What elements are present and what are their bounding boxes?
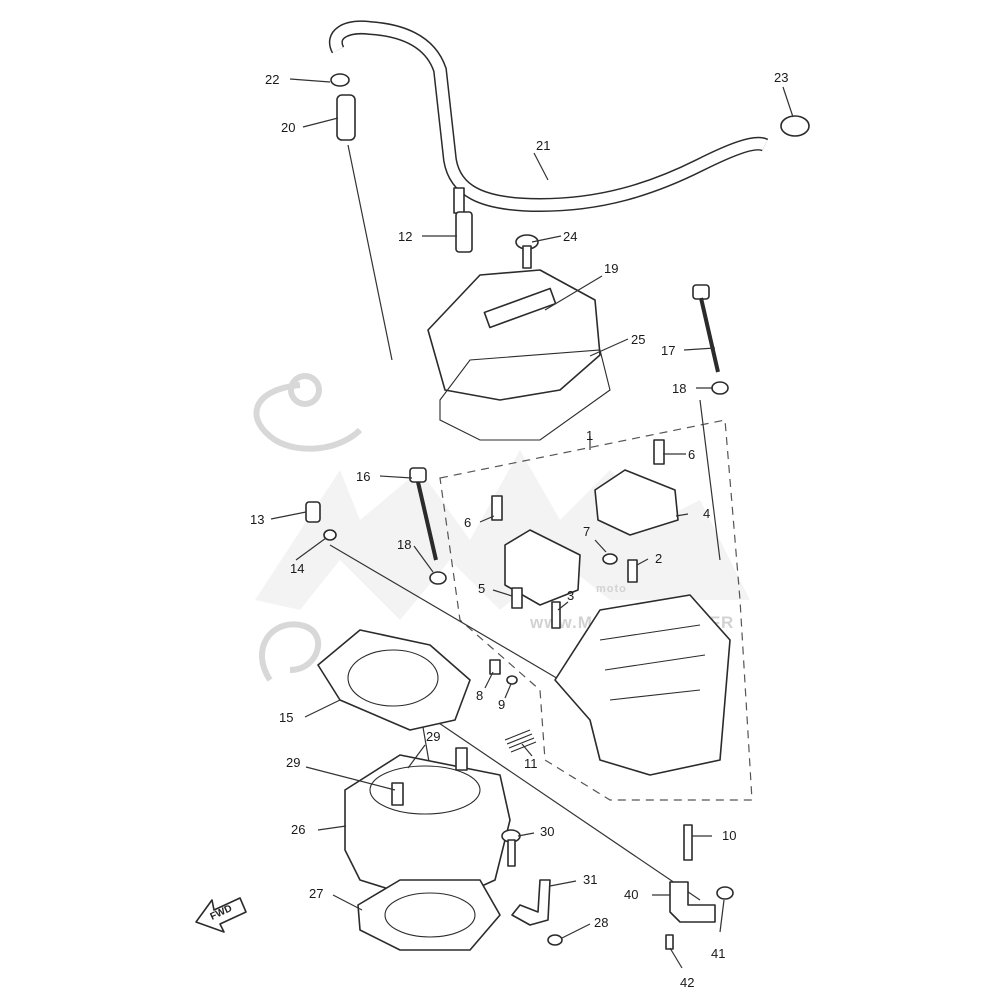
cylinder-head-cover (427, 269, 601, 401)
callout-17: 17 (661, 343, 675, 358)
base-gasket (357, 879, 501, 951)
callout-14: 14 (290, 561, 304, 576)
cap-bolt-right (653, 439, 665, 465)
bracket (511, 879, 551, 926)
cylinder-dowel-2 (455, 747, 468, 771)
stud (683, 824, 693, 861)
callout-11: 11 (524, 756, 538, 771)
callout-20: 20 (281, 120, 295, 135)
fwd-arrow-icon: FWD (195, 897, 247, 933)
head-gasket-bore (347, 649, 439, 707)
fitting-o-ring (716, 886, 734, 900)
watermark-small-text: moto (596, 583, 627, 595)
dowel-pin (602, 553, 618, 565)
cap-bolt-left (491, 495, 503, 521)
small-bolt (489, 659, 501, 675)
callout-5: 5 (478, 581, 485, 596)
callout-30: 30 (540, 824, 554, 839)
washer-upper (711, 381, 729, 395)
cylinder-bore (369, 765, 481, 815)
cover-bolt (515, 234, 539, 269)
cover-plate (483, 287, 557, 329)
callout-21: 21 (536, 138, 550, 153)
callout-42: 42 (680, 975, 694, 990)
side-bolt (305, 501, 321, 523)
camshaft-cap-left (504, 529, 581, 606)
callout-28: 28 (594, 915, 608, 930)
callout-22: 22 (265, 72, 279, 87)
callout-18-upper: 18 (672, 381, 686, 396)
breather-hose-inner (330, 21, 768, 211)
hose-clamp (780, 115, 810, 137)
callout-2: 2 (655, 551, 662, 566)
callout-19: 19 (604, 261, 618, 276)
callout-40: 40 (624, 887, 638, 902)
callout-31: 31 (583, 872, 597, 887)
callout-15: 15 (279, 710, 293, 725)
callout-leaders (270, 78, 794, 969)
tensioner-spring (504, 729, 537, 753)
long-stud-bolt (692, 284, 720, 373)
callout-12: 12 (398, 229, 412, 244)
callout-1: 1 (586, 428, 593, 443)
cylinder-bolt (501, 829, 521, 867)
water-fitting (669, 881, 716, 923)
cylinder (344, 754, 511, 906)
cylinder-head-assembly-outline (439, 419, 753, 801)
callout-41: 41 (711, 946, 725, 961)
cylinder-dowel-1 (391, 782, 404, 806)
callout-24: 24 (563, 229, 577, 244)
washer-lower (429, 571, 447, 585)
bracket-nut (547, 934, 563, 946)
breather-fitting (336, 94, 356, 141)
callout-10: 10 (722, 828, 736, 843)
fitting-bolt (665, 934, 674, 950)
cylinder-head-ribs (599, 624, 706, 701)
callout-4: 4 (703, 506, 710, 521)
callout-16: 16 (356, 469, 370, 484)
callout-13: 13 (250, 512, 264, 527)
head-bolt (409, 467, 438, 561)
callout-3: 3 (567, 588, 574, 603)
side-washer (323, 529, 337, 541)
small-washer (506, 675, 518, 685)
tappet-pin (627, 559, 638, 583)
callout-7: 7 (583, 524, 590, 539)
callout-29-left: 29 (286, 755, 300, 770)
callout-6-left: 6 (464, 515, 471, 530)
cover-gasket (439, 349, 611, 441)
callout-8: 8 (476, 688, 483, 703)
oil-jet (551, 601, 561, 629)
cap-dowel (511, 587, 523, 609)
base-gasket-bore (384, 892, 476, 938)
callout-6-right: 6 (688, 447, 695, 462)
callout-26: 26 (291, 822, 305, 837)
callout-25: 25 (631, 332, 645, 347)
breather-hose (329, 20, 769, 213)
camshaft-cap-right (594, 469, 679, 536)
breather-clip (330, 73, 350, 87)
head-gasket (317, 629, 471, 731)
spark-plug (453, 187, 473, 253)
callout-labels: 22 20 23 21 12 24 19 25 17 18 1 6 6 16 1… (250, 70, 788, 990)
callout-9: 9 (498, 697, 505, 712)
callout-27: 27 (309, 886, 323, 901)
callout-29-right: 29 (426, 729, 440, 744)
callout-23: 23 (774, 70, 788, 85)
callout-18-lower: 18 (397, 537, 411, 552)
cylinder-head (554, 594, 731, 776)
